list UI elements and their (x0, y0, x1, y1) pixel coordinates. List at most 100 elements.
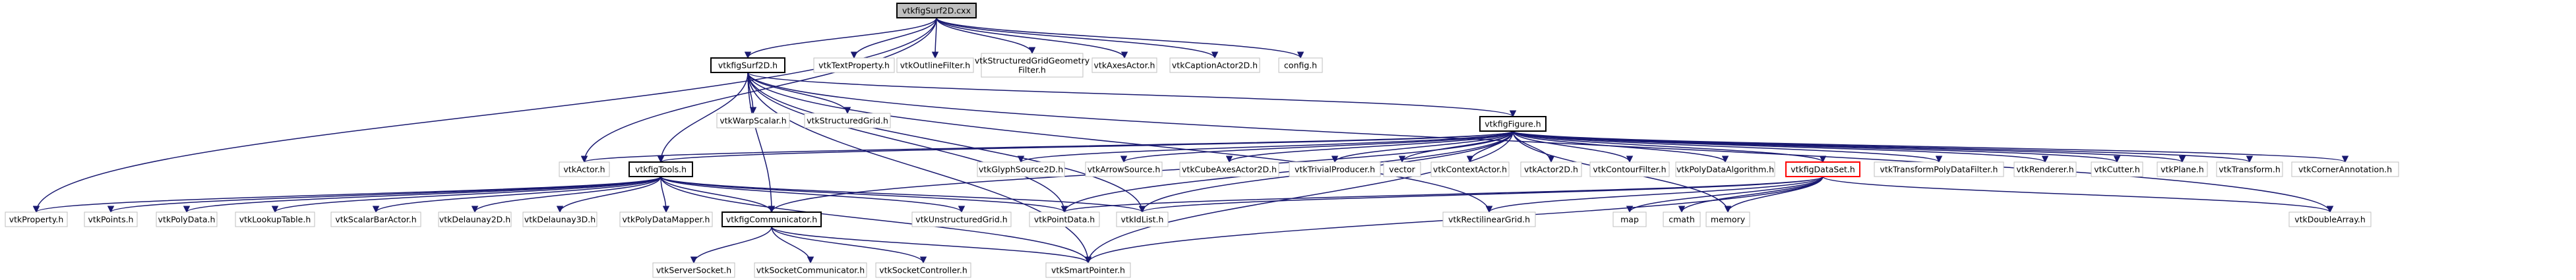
node-vtkfigTools[interactable]: vtkfigTools.h (629, 161, 693, 177)
edge-root-to-vtkTextProperty (850, 17, 937, 59)
node-label: vtkDoubleArray.h (2294, 215, 2366, 225)
node-box (1479, 116, 1547, 132)
node-root: vtkfigSurf2D.cxx (896, 3, 977, 18)
node-vtkUnstructuredGrid: vtkUnstructuredGrid.h (911, 211, 1012, 227)
edge-vtkfigDataSet-to-vtkDoubleArray (1822, 176, 2333, 213)
edge-vtkfigFigure-to-vtkGlyphSource2D (1018, 130, 1514, 163)
node-label: vtkPointData.h (1034, 215, 1095, 225)
edge-vtkfigSurf2D-to-vtkRectilinearGrid (747, 72, 1493, 213)
edge-vtkfigTools-to-vtkPoints (107, 176, 661, 213)
node-vtkCornerAnnotation: vtkCornerAnnotation.h (2291, 161, 2399, 177)
node-box (1179, 161, 1279, 177)
edge-vtkfigCommunicator-to-vtkSocketCommunicator (771, 226, 814, 264)
edge-root-to-vtkfigSurf2D (744, 17, 937, 59)
edge-vtkfigDataSet-to-vtkIdList (1139, 176, 1824, 213)
node-box (1085, 161, 1163, 177)
node-label: vtkfigFigure.h (1485, 119, 1541, 129)
edge-vtkfigFigure-to-vtkPolyDataAlgorithm (1512, 130, 1729, 163)
node-box (1278, 57, 1323, 73)
node-label: vtkDelaunay3D.h (524, 215, 596, 225)
node-label: vtkfigTools.h (635, 165, 687, 175)
node-vtkScalarBarActor: vtkScalarBarActor.h (330, 211, 421, 227)
node-label: vtkfigSurf2D.cxx (902, 6, 971, 16)
node-vtkWarpScalar: vtkWarpScalar.h (716, 113, 790, 128)
node-vtkActor2D: vtkActor2D.h (1520, 161, 1582, 177)
node-label: vtkContourFilter.h (1593, 165, 1666, 175)
edge-vtkfigSurf2D-to-vtkfigTools (657, 72, 749, 163)
node-vtkLookupTable: vtkLookupTable.h (235, 211, 315, 227)
edge-vtkfigCommunicator-to-vtkServerSocket (690, 226, 772, 264)
node-vtkRectilinearGrid: vtkRectilinearGrid.h (1442, 211, 1536, 227)
node-vtkOutlineFilter: vtkOutlineFilter.h (896, 57, 974, 73)
node-box (84, 211, 138, 227)
node-vtkPoints: vtkPoints.h (84, 211, 138, 227)
edge-vtkfigCommunicator-to-vtkSocketController (771, 226, 927, 264)
edge-root-to-vtkAxesActor (936, 17, 1128, 59)
node-vtkSmartPointer: vtkSmartPointer.h (1045, 262, 1131, 278)
edge-vtkfigTools-to-vtkDelaunay3D (556, 176, 661, 213)
node-label: vtkfigDataSet.h (1791, 165, 1855, 175)
node-box (330, 211, 421, 227)
node-label: vtkSocketCommunicator.h (756, 266, 865, 275)
edge-vtkfigSurf2D-to-vtkDoubleArray (747, 72, 2334, 213)
node-box (1874, 161, 2004, 177)
node-vtkTransformPolyDataFilter: vtkTransformPolyDataFilter.h (1874, 161, 2004, 177)
edge-vtkfigFigure-to-vtkfigTools (658, 130, 1514, 163)
node-vtkfigSurf2D[interactable]: vtkfigSurf2D.h (710, 57, 785, 73)
node-vtkTextProperty: vtkTextProperty.h (813, 57, 895, 73)
dependency-edges (32, 17, 2348, 264)
node-label: vtkSocketController.h (879, 266, 967, 275)
node-box (981, 53, 1084, 78)
node-box (1612, 211, 1647, 227)
node-label: vtkArrowSource.h (1088, 165, 1161, 175)
edge-vtkfigFigure-to-vtkPointData (1060, 130, 1514, 213)
node-label: vtkPolyData.h (158, 215, 216, 225)
node-box (2157, 161, 2208, 177)
edge-root-to-vtkCaptionActor2D (936, 17, 1219, 59)
node-box (438, 211, 512, 227)
edge-vtkfigSurf2D-to-vtkPointData (747, 72, 1068, 213)
node-memory: memory (1705, 211, 1750, 227)
edge-vtkfigCommunicator-to-vtkSmartPointer (771, 226, 1092, 264)
node-vtkfigCommunicator[interactable]: vtkfigCommunicator.h (721, 211, 822, 227)
node-vtkSocketController: vtkSocketController.h (875, 262, 971, 278)
node-vtkContourFilter: vtkContourFilter.h (1589, 161, 1670, 177)
edge-vtkfigFigure-to-vtkTrivialProducer (1331, 130, 1514, 163)
node-label: vtkServerSocket.h (656, 266, 731, 275)
node-vtkCaptionActor2D: vtkCaptionActor2D.h (1169, 57, 1260, 73)
edge-vtkfigFigure-to-vtkContourFilter (1512, 130, 1634, 163)
node-label: vtkPlane.h (2161, 165, 2204, 175)
node-box (629, 161, 693, 177)
node-box (716, 113, 790, 128)
node-box (1116, 211, 1169, 227)
node-vtkRenderer: vtkRenderer.h (2013, 161, 2077, 177)
node-label: map (1620, 215, 1639, 225)
node-box (2216, 161, 2283, 177)
node-label: vtkProperty.h (9, 215, 64, 225)
node-label: vtkActor.h (563, 165, 605, 175)
node-label: vtkfigSurf2D.h (718, 61, 778, 70)
edge-vtkfigDataSet-to-vtkRectilinearGrid (1485, 176, 1824, 213)
node-label: vtkContextActor.h (1433, 165, 1507, 175)
edge-root-to-config (936, 17, 1304, 59)
node-box (721, 211, 822, 227)
node-box (2091, 161, 2143, 177)
node-vtkfigFigure[interactable]: vtkfigFigure.h (1479, 116, 1547, 132)
node-label: vtkCornerAnnotation.h (2298, 165, 2392, 175)
node-box (1589, 161, 1670, 177)
node-label: vtkStructuredGrid.h (807, 116, 888, 126)
edge-vtkfigSurf2D-to-vtkStructuredGrid (747, 72, 851, 115)
node-label: vtkTransform.h (2219, 165, 2281, 175)
edge-vtkfigFigure-to-vtkfigDataSet (1512, 130, 1827, 163)
node-label: vtkCubeAxesActor2D.h (1182, 165, 1277, 175)
edge-vtkfigFigure-to-vtkArrowSource (1120, 130, 1514, 163)
node-vtkDoubleArray: vtkDoubleArray.h (2288, 211, 2372, 227)
node-label: vtkWarpScalar.h (720, 116, 786, 126)
node-label: vtkActor2D.h (1524, 165, 1578, 175)
node-box (710, 57, 785, 73)
node-box (896, 3, 977, 18)
node-box (1785, 161, 1860, 177)
node-vtkfigDataSet[interactable]: vtkfigDataSet.h (1785, 161, 1860, 177)
node-label: vtkfigCommunicator.h (726, 215, 817, 225)
